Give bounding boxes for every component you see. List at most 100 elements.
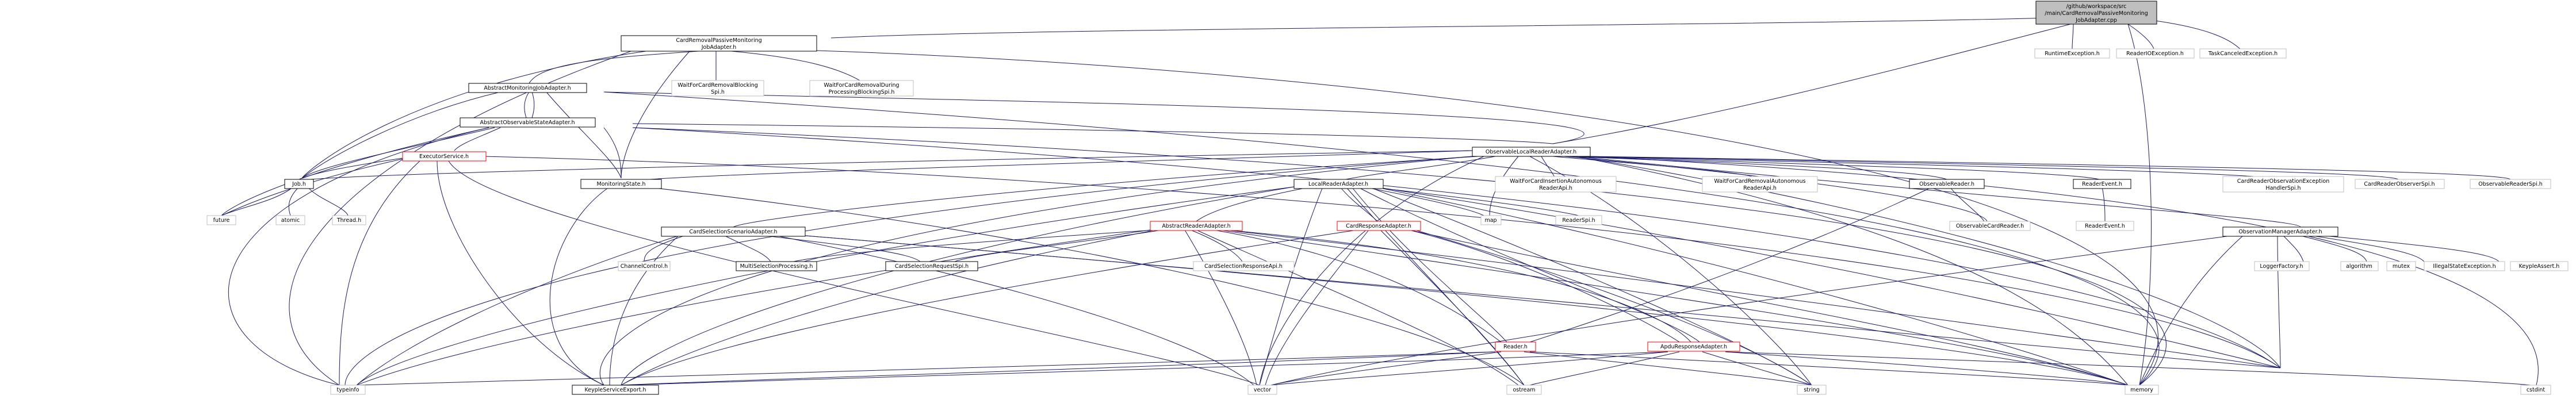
node-map[interactable]: map: [1480, 215, 1502, 225]
node-obsreaderspi-label: ObservableReaderSpi.h: [2478, 181, 2543, 187]
node-map-label: map: [1484, 217, 1496, 224]
node-reader-h-label: Reader.h: [1503, 344, 1528, 350]
edge-lra-typeinfo: [356, 186, 1295, 386]
node-readerspi[interactable]: ReaderSpi.h: [1555, 215, 1602, 225]
node-reader-h[interactable]: Reader.h: [1495, 341, 1536, 352]
node-olr-h-label: ObservableLocalReaderAdapter.h: [1486, 149, 1576, 155]
node-executor-label: ExecutorService.h: [419, 153, 469, 160]
node-crobsspi[interactable]: CardReaderObserverSpi.h: [2355, 179, 2445, 189]
node-vector-label: vector: [1254, 387, 1271, 393]
edge-olr-typeinfo: [345, 156, 1473, 386]
edge-lra-vector: [1259, 186, 1323, 386]
node-csrespapi[interactable]: CardSelectionResponseApi.h: [1193, 261, 1295, 271]
edge-aosa-amja: [531, 91, 535, 118]
node-readerevent-h[interactable]: ReaderEvent.h: [2073, 179, 2131, 189]
node-aosa-h[interactable]: AbstractObservableStateAdapter.h: [460, 117, 596, 128]
edge-csa-memory: [805, 235, 2129, 386]
node-obscardreader-label: ObservableCardReader.h: [1956, 223, 2024, 229]
node-illegalstate[interactable]: IllegalStateException.h: [2424, 261, 2505, 271]
node-wfcrdpb-label-1: WaitForCardRemovalDuring: [824, 82, 899, 89]
node-wfcrar[interactable]: WaitForCardRemovalAutonomous ReaderApi.h: [1702, 176, 1818, 193]
node-loggerfactory[interactable]: LoggerFactory.h: [2254, 261, 2310, 271]
node-wfcrb[interactable]: WaitForCardRemovalBlocking Spi.h: [671, 80, 764, 97]
node-channelctrl-label: ChannelControl.h: [621, 263, 668, 270]
edge-root-crpmja: [830, 17, 2071, 39]
node-string[interactable]: string: [1797, 385, 1827, 395]
node-root[interactable]: /github/workspace/src /main/CardRemovalP…: [2035, 1, 2157, 25]
node-wfcrar-label-1: WaitForCardRemovalAutonomous: [1714, 178, 1805, 185]
edge-amja-olr: [603, 91, 1584, 144]
node-typeinfo[interactable]: typeinfo: [330, 385, 366, 395]
edge-aosa-monstate: [603, 127, 622, 179]
node-algorithm[interactable]: algorithm: [2340, 261, 2379, 271]
node-oma-h[interactable]: ObservationManagerAdapter.h: [2222, 226, 2338, 237]
edge-ara-typeinfo: [356, 229, 1151, 386]
node-executor[interactable]: ExecutorService.h: [402, 151, 487, 162]
edge-crpmja-typeinfo: [289, 50, 633, 386]
node-taskcancel-exception[interactable]: TaskCanceledException.h: [2199, 48, 2287, 59]
edge-executor-job: [301, 156, 415, 179]
node-olr-h[interactable]: ObservableLocalReaderAdapter.h: [1472, 147, 1591, 157]
edge-crpmja-wfcrdpb: [724, 50, 860, 81]
node-readerevent[interactable]: ReaderEvent.h: [2076, 221, 2134, 231]
node-csa-h[interactable]: CardSelectionScenarioAdapter.h: [661, 226, 806, 237]
node-crpmja-h-label-2: JobAdapter.h: [701, 44, 737, 51]
node-ostream-label: ostream: [1513, 387, 1535, 393]
node-atomic-label: atomic: [281, 217, 300, 224]
node-atomic[interactable]: atomic: [275, 215, 305, 225]
node-string-label: string: [1804, 387, 1819, 393]
node-crobsex-label-2: HandlerSpi.h: [2265, 185, 2301, 191]
node-ostream[interactable]: ostream: [1506, 385, 1542, 395]
node-vector[interactable]: vector: [1247, 385, 1277, 395]
node-root-label-2: /main/CardRemovalPassiveMonitoring: [2045, 10, 2148, 17]
node-wfciar[interactable]: WaitForCardInsertionAutonomous ReaderApi…: [1495, 176, 1617, 193]
node-ara-h-label: AbstractReaderAdapter.h: [1162, 223, 1230, 229]
node-thread-label: Thread.h: [336, 217, 361, 224]
node-runtime-exception[interactable]: RuntimeException.h: [2034, 48, 2110, 59]
node-multisel[interactable]: MultiSelectionProcessing.h: [736, 261, 817, 271]
edge-oma-logger: [2277, 235, 2281, 368]
node-channelctrl[interactable]: ChannelControl.h: [618, 261, 671, 271]
edge-olr-oma: [1575, 156, 2301, 228]
node-obsreaderspi[interactable]: ObservableReaderSpi.h: [2470, 179, 2551, 189]
node-memory[interactable]: memory: [2125, 385, 2159, 395]
edge-aosa-memory: [632, 127, 2167, 386]
node-runtime-exception-label: RuntimeException.h: [2045, 51, 2099, 57]
node-job[interactable]: Job.h: [284, 179, 314, 189]
node-csreqspi[interactable]: CardSelectionRequestSpi.h: [885, 261, 978, 271]
node-keypleassert[interactable]: KeypleAssert.h: [2510, 261, 2569, 271]
node-crobsex[interactable]: CardReaderObservationException HandlerSp…: [2222, 176, 2344, 193]
node-future[interactable]: future: [206, 215, 236, 225]
node-amja-h[interactable]: AbstractMonitoringJobAdapter.h: [468, 83, 587, 93]
node-ara-h[interactable]: AbstractReaderAdapter.h: [1150, 221, 1243, 231]
node-mutex[interactable]: mutex: [2386, 261, 2416, 271]
edge-cra-string: [1414, 229, 1812, 386]
edge-amja-memory: [603, 91, 2160, 386]
node-lra-h[interactable]: LocalReaderAdapter.h: [1293, 179, 1384, 189]
edge-cra-ostream: [1380, 229, 1525, 386]
node-crpmja-h[interactable]: CardRemovalPassiveMonitoring JobAdapter.…: [621, 35, 817, 52]
node-cra-h[interactable]: CardResponseAdapter.h: [1337, 221, 1421, 231]
edge-monstate-keyplesvc: [549, 186, 610, 386]
node-job-label: Job.h: [292, 181, 306, 187]
node-obsreader[interactable]: ObservableReader.h: [1909, 179, 1985, 189]
node-monstate-label: MonitoringState.h: [597, 181, 646, 187]
edge-reader-typeinfo: [356, 351, 1496, 386]
graph-edges: [221, 17, 2539, 386]
node-cstdint[interactable]: cstdint: [2520, 385, 2551, 395]
node-keyplesvc[interactable]: KeypleServiceExport.h: [572, 385, 659, 395]
node-wfcrdpb[interactable]: WaitForCardRemovalDuring ProcessingBlock…: [809, 80, 914, 97]
edge-obsreader-obscardreader: [1949, 186, 1985, 222]
node-monstate[interactable]: MonitoringState.h: [580, 179, 662, 189]
node-thread[interactable]: Thread.h: [332, 215, 366, 225]
node-apdu-h-label: ApduResponseAdapter.h: [1660, 344, 1727, 350]
node-wfciar-label-1: WaitForCardInsertionAutonomous: [1510, 178, 1602, 185]
node-aosa-h-label: AbstractObservableStateAdapter.h: [480, 120, 575, 126]
node-readerio-exception[interactable]: ReaderIOException.h: [2116, 48, 2195, 59]
node-apdu-h[interactable]: ApduResponseAdapter.h: [1647, 341, 1740, 352]
node-keypleassert-label: KeypleAssert.h: [2519, 263, 2560, 270]
edge-oma-algorithm: [2283, 235, 2304, 262]
node-obscardreader[interactable]: ObservableCardReader.h: [1949, 221, 2031, 231]
edge-olr-obsreader: [1564, 156, 1947, 180]
node-crpmja-h-label-1: CardRemovalPassiveMonitoring: [676, 37, 761, 44]
